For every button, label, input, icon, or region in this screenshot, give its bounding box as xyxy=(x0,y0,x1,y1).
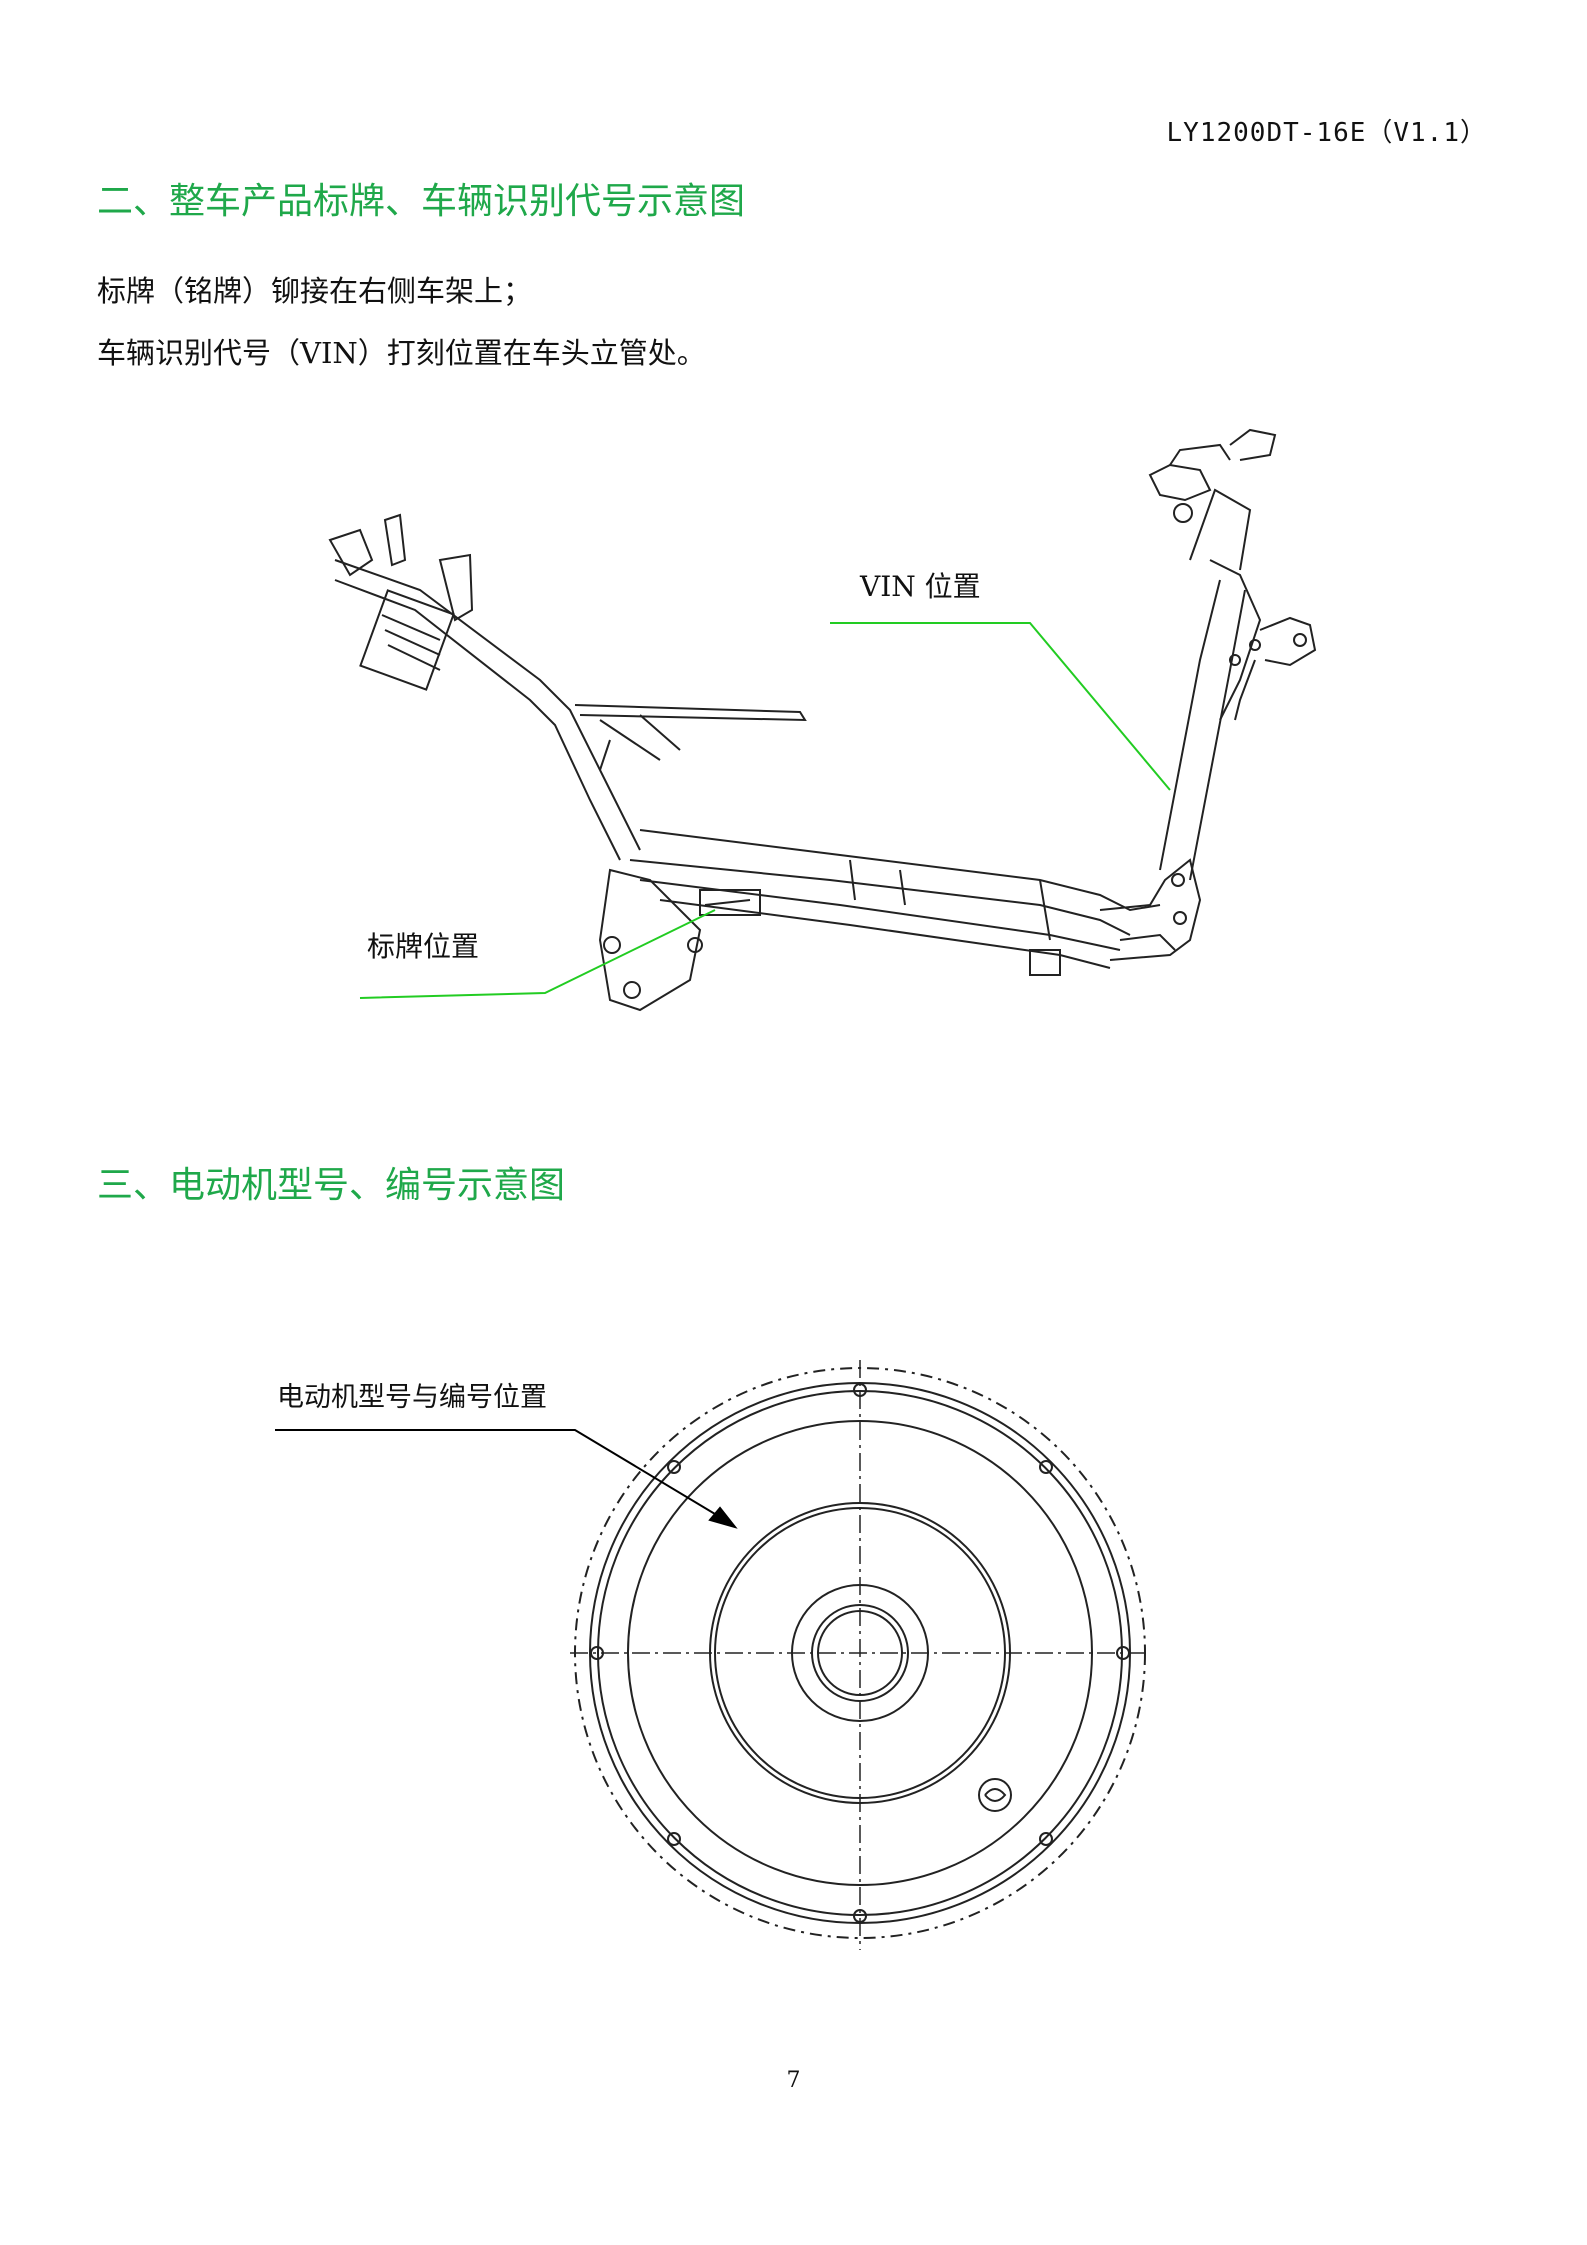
frame-main-tube xyxy=(639,829,1161,912)
plate-label: 标牌位置 xyxy=(367,930,480,963)
page-number: 7 xyxy=(786,2068,801,2093)
section-2-heading: 二、整车产品标牌、车辆识别代号示意图 xyxy=(97,181,746,222)
motor-leader-arrowhead xyxy=(708,1506,738,1529)
motor-label: 电动机型号与编号位置 xyxy=(277,1382,547,1413)
plate-location-text: 标牌（铭牌）铆接在右侧车架上； xyxy=(97,274,533,308)
plate-leader-line xyxy=(359,909,716,999)
motor-drawing xyxy=(570,1360,1150,1950)
document-code: LY1200DT-16E（V1.1） xyxy=(1166,118,1487,148)
frame-head-tube xyxy=(1159,579,1246,881)
vin-leader-line xyxy=(830,622,1171,791)
motor-leader-line xyxy=(275,1429,726,1521)
frame-rear-bracket xyxy=(328,528,374,577)
vin-location-text: 车辆识别代号（VIN）打刻位置在车头立管处。 xyxy=(97,336,706,370)
frame-lower-bracket xyxy=(598,868,702,1012)
frame-top-tube xyxy=(334,559,641,851)
section-3-heading: 三、电动机型号、编号示意图 xyxy=(97,1165,566,1206)
vin-label: VIN 位置 xyxy=(860,570,981,603)
